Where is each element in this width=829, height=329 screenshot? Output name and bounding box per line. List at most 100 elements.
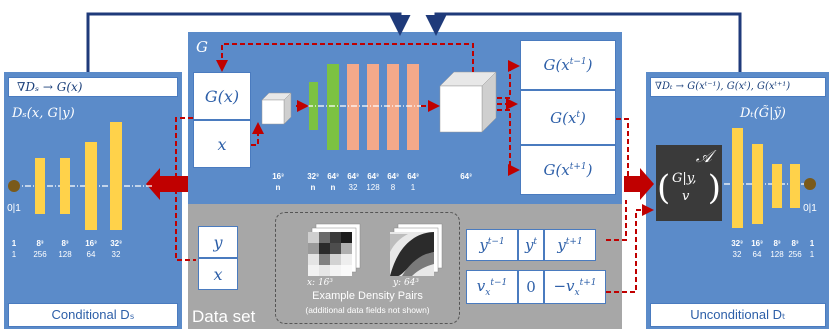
gen-label-size-1: 16³ <box>272 172 284 181</box>
generator-title: G <box>196 38 208 56</box>
example-title: Example Density Pairs <box>312 290 423 302</box>
generator-input-cube <box>261 92 292 125</box>
dataset-v-next: −vxt+1 <box>544 270 606 304</box>
gen-label-ch-7: 1 <box>411 183 416 192</box>
gen-label-ch-5: 128 <box>366 183 380 192</box>
unconditional-disc-title: Dₜ(G̃|ỹ) <box>740 106 786 121</box>
example-density-pairs-region <box>275 212 460 324</box>
cond-size-4: 16³ <box>85 239 97 248</box>
example-caption-y: y: 64³ <box>392 278 420 288</box>
operator-box <box>656 145 722 221</box>
uncond-size-3: 8³ <box>773 239 780 248</box>
gen-layer-6 <box>407 64 419 150</box>
dataset-input-x: x <box>198 258 238 290</box>
cond-size-3: 8³ <box>61 239 68 248</box>
unconditional-disc-header: ∇Dₜ → G(xᵗ⁻¹), G(xᵗ), G(xᵗ⁺¹) <box>650 77 826 97</box>
dataset-v-prev: vxt−1 <box>466 270 518 304</box>
conditional-disc-labels: 0|1 1 8³ 8³ 16³ 32³ 1 256 128 64 32 <box>7 203 122 259</box>
cond-layer-3 <box>85 142 97 230</box>
uncond-ch-3: 128 <box>770 250 784 259</box>
gen-label-size-3: 64³ <box>327 172 339 181</box>
example-density-thumb-x <box>308 223 361 276</box>
operator-parentheses: () <box>657 168 721 208</box>
generator-output-next: G(xt+1) <box>520 145 616 195</box>
uncond-output-node <box>804 178 816 190</box>
conditional-disc-footer: Conditional Dₛ <box>8 303 178 327</box>
dataset-label: Data set <box>192 307 256 326</box>
gen-label-ch-6: 8 <box>391 183 396 192</box>
generator-input-x: x <box>193 120 251 168</box>
gen-label-size-6: 64³ <box>387 172 399 181</box>
dataset-y-prev: yt−1 <box>466 229 518 261</box>
uncond-layer-1 <box>732 128 743 228</box>
generator-layer-labels: 16³ 32³ 64³ 64³ 64³ 64³ 64³ 64³ <box>272 172 472 181</box>
uncond-ch-1: 32 <box>733 250 742 259</box>
dataset-input-y: y <box>198 226 238 258</box>
uncond-size-1: 32³ <box>731 239 743 248</box>
uncond-size-2: 16³ <box>751 239 763 248</box>
gen-label-ch-3: n <box>331 183 336 192</box>
cond-ch-3: 128 <box>58 250 72 259</box>
cond-size-2: 8³ <box>36 239 43 248</box>
example-caption-x: x: 16³ <box>306 278 334 288</box>
uncond-ch-5: 1 <box>810 250 815 259</box>
unconditional-disc-layers <box>724 128 816 228</box>
uncond-binary-label: 0|1 <box>803 203 817 214</box>
cond-ch-1: 1 <box>12 250 17 259</box>
uncond-layer-3 <box>772 164 782 208</box>
gen-label-output-size: 64³ <box>460 172 472 181</box>
arrow-to-output-next <box>497 109 520 176</box>
big-arrow-to-unconditional <box>624 168 654 200</box>
gen-label-size-7: 64³ <box>407 172 419 181</box>
conditional-disc-layers <box>8 122 152 230</box>
uncond-layer-4 <box>790 164 800 208</box>
generator-channel-labels: n n n 32 128 8 1 <box>276 183 416 192</box>
uncond-ch-4: 256 <box>788 250 802 259</box>
generator-input-gx: G(x) <box>193 72 251 120</box>
uncond-ch-2: 64 <box>753 250 762 259</box>
operator-symbol: 𝒜 <box>695 147 712 167</box>
arrow-to-output-prev <box>497 60 520 99</box>
generator-conv-layers <box>309 64 419 150</box>
gradient-feedback-lines <box>86 12 742 72</box>
gen-layer-4 <box>367 64 379 150</box>
cond-ch-5: 32 <box>112 250 121 259</box>
dataset-y-current: yt <box>518 229 544 261</box>
link-vseq-to-operator <box>606 204 654 293</box>
gen-label-ch-4: 32 <box>349 183 358 192</box>
example-note: (additional data fields not shown) <box>305 305 430 315</box>
gen-label-size-4: 64³ <box>347 172 359 181</box>
unconditional-disc-footer: Unconditional Dₜ <box>650 303 826 327</box>
gen-label-size-2: 32³ <box>307 172 319 181</box>
example-density-thumb-y <box>390 223 443 276</box>
uncond-layer-2 <box>752 144 763 224</box>
generator-output-cube <box>439 71 497 133</box>
gen-layer-5 <box>387 64 399 150</box>
uncond-size-4: 8³ <box>791 239 798 248</box>
gen-layer-1 <box>309 82 318 130</box>
big-arrow-to-conditional <box>146 168 188 200</box>
generator-output-current: G(xt) <box>520 90 616 145</box>
cond-layer-1 <box>35 158 45 214</box>
cond-binary-label: 0|1 <box>7 203 21 214</box>
link-yseq-to-operator <box>606 200 627 241</box>
gen-layer-3 <box>347 64 359 150</box>
dataset-v-zero: 0 <box>518 270 544 304</box>
dataset-y-next: yt+1 <box>544 229 596 261</box>
gen-label-ch-1: n <box>276 183 281 192</box>
gen-layer-2 <box>327 64 339 150</box>
conditional-disc-header: ∇Dₛ → G(x) <box>8 77 178 97</box>
cond-layer-4 <box>110 122 122 230</box>
uncond-size-5: 1 <box>810 239 815 248</box>
cond-size-5: 32³ <box>110 239 122 248</box>
arrow-x-to-cube <box>251 122 264 146</box>
unconditional-disc-labels: 0|1 32³ 16³ 8³ 8³ 1 32 64 128 256 1 <box>731 203 817 259</box>
gen-label-ch-2: n <box>311 183 316 192</box>
operator-args: G|y,v <box>672 171 697 204</box>
cond-size-1: 1 <box>12 239 17 248</box>
conditional-disc-title: Dₛ(x, G|y) <box>12 106 75 121</box>
arrow-recurrent-feedback <box>216 43 474 72</box>
cond-layer-2 <box>60 158 70 214</box>
